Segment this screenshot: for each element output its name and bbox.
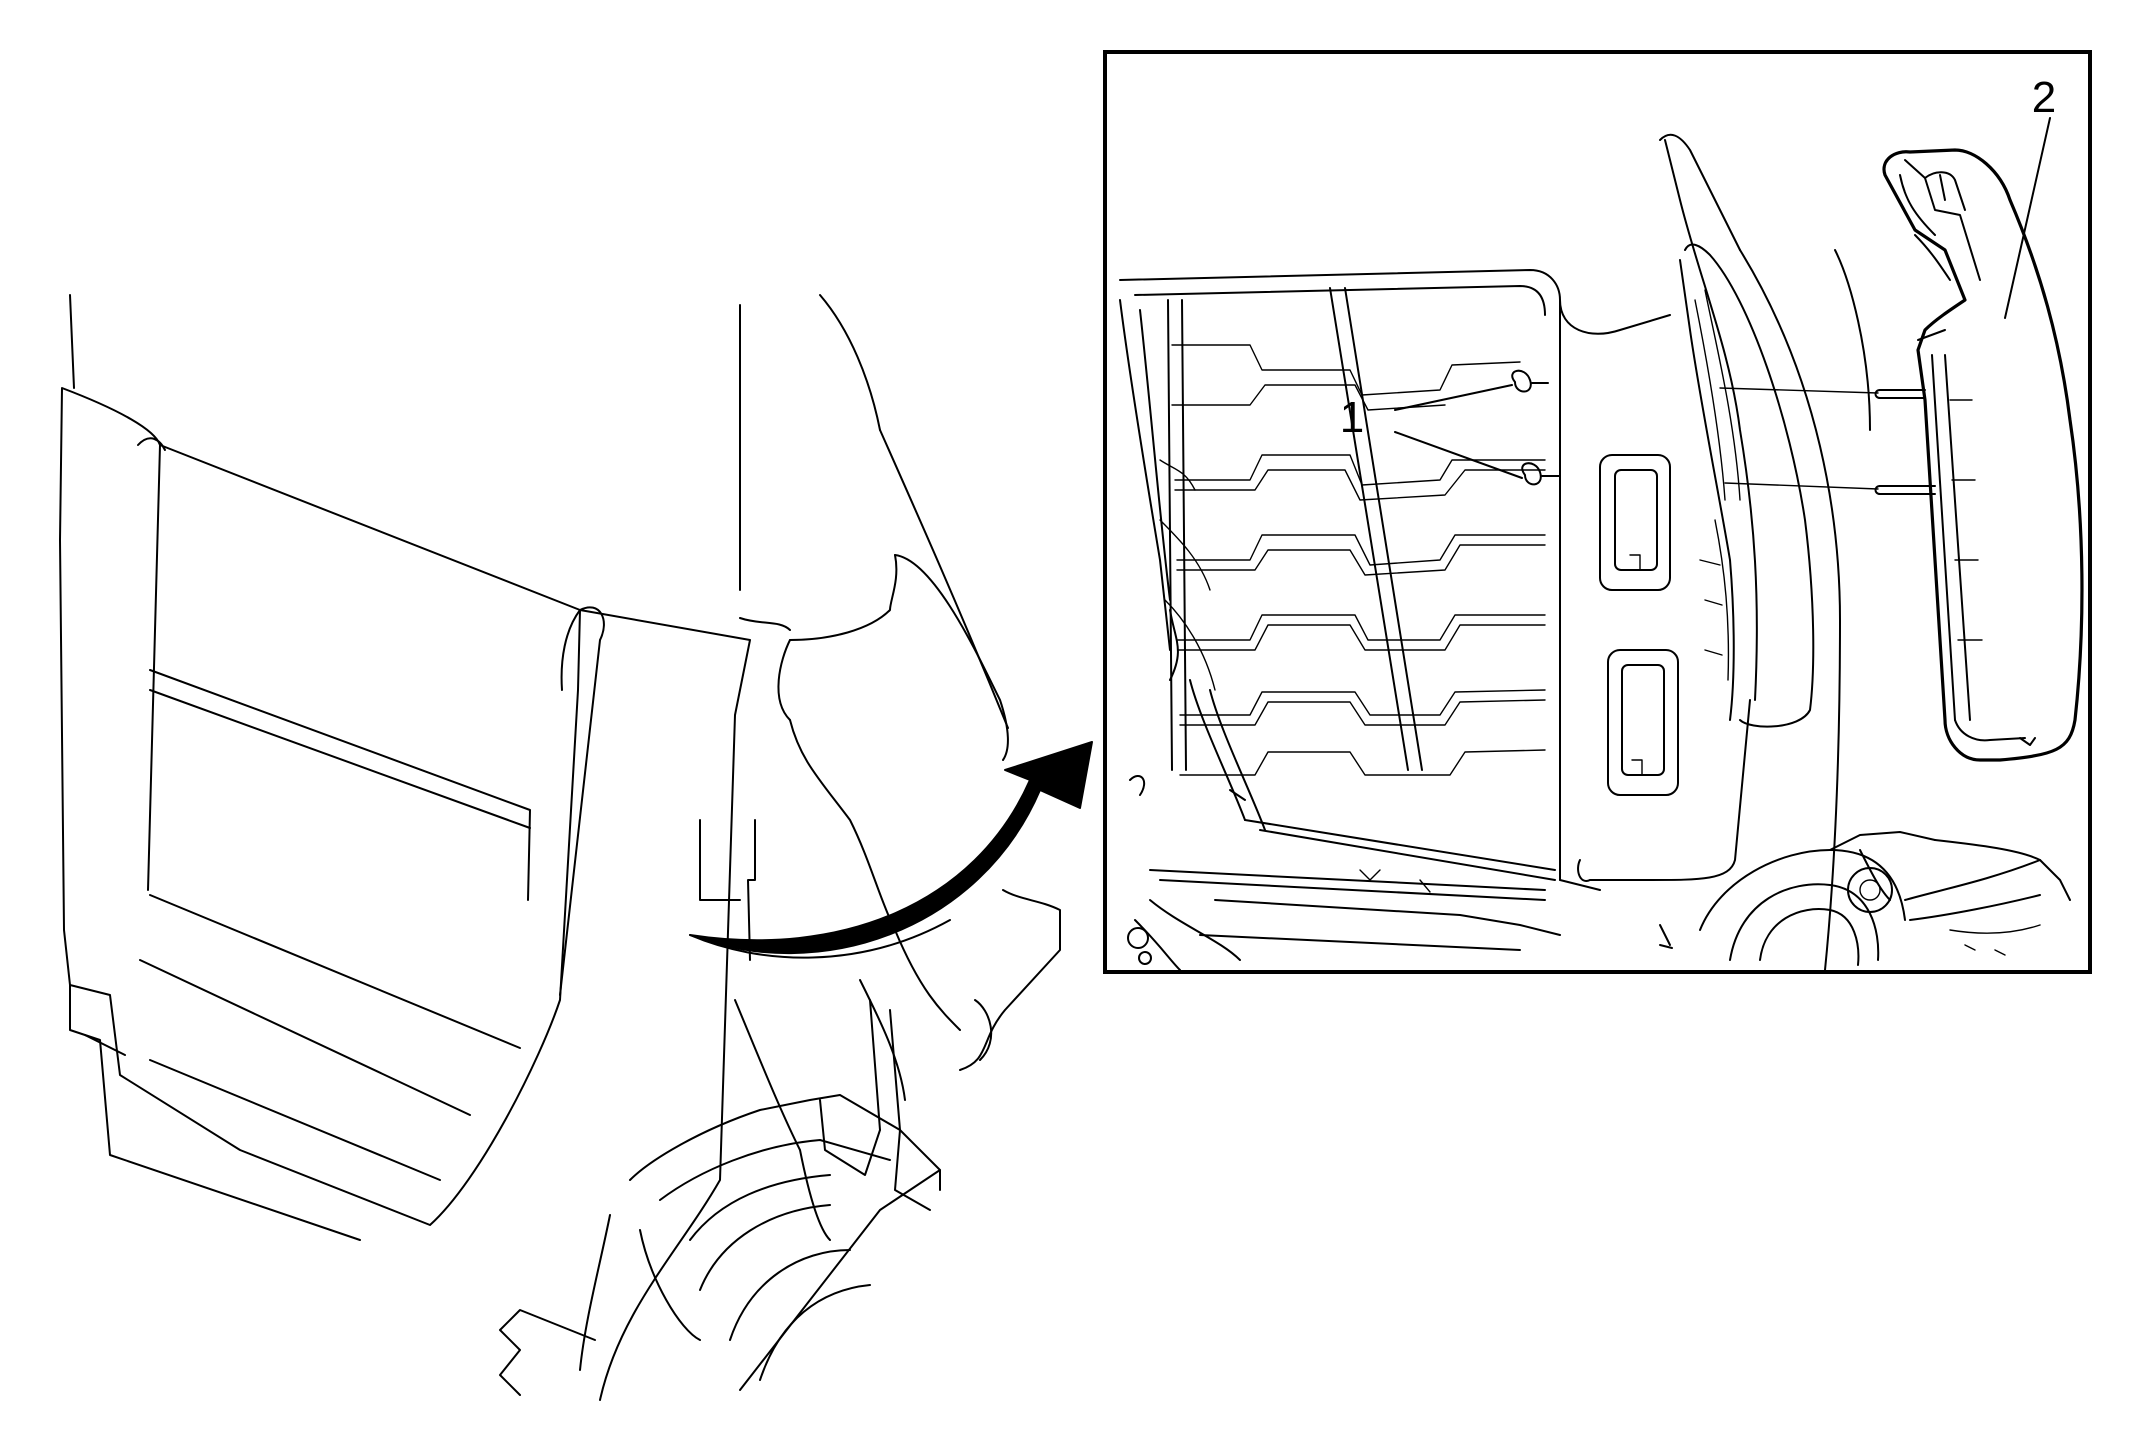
callout-1-leader-lower: [1394, 431, 1523, 479]
callout-2-leader: [2004, 117, 2051, 319]
seat-back-panel: [1559, 133, 1871, 971]
removal-direction-arrow: [689, 741, 1093, 959]
callout-1-label: 1: [1340, 393, 1364, 442]
detail-inset-frame: [1103, 50, 2092, 974]
detail-inset: 1 2: [1103, 50, 2092, 974]
callout-2-label: 2: [2032, 73, 2056, 122]
headrest: [1719, 148, 2084, 762]
seat-overview-illustration: [59, 294, 1061, 1401]
headrest-guide-sleeves: [1511, 369, 1561, 486]
seat-back-side-trim: [1679, 243, 1815, 728]
recliner-mechanism: [1659, 831, 2071, 966]
callout-leaders: [1394, 117, 2051, 479]
callout-1-leader-upper: [1394, 384, 1513, 411]
